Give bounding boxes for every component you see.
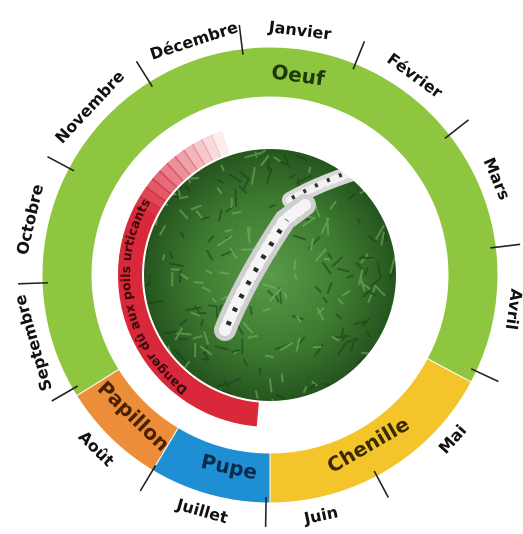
month-tick xyxy=(140,465,155,491)
grass-blade xyxy=(180,269,181,283)
month-tick xyxy=(266,497,267,527)
month-label: Mars xyxy=(480,155,515,203)
month-tick xyxy=(47,157,73,171)
grass-blade xyxy=(178,339,188,340)
grass-blade xyxy=(255,152,256,158)
month-tick xyxy=(445,120,469,138)
grass-blade xyxy=(294,260,295,270)
month-label: Janvier xyxy=(267,17,333,44)
grass-blade xyxy=(282,373,283,382)
month-label: Juin xyxy=(301,502,339,528)
month-tick xyxy=(136,61,152,86)
month-tick xyxy=(374,471,388,497)
grass-blade xyxy=(309,167,310,173)
month-tick xyxy=(18,283,48,284)
month-label: Avril xyxy=(502,288,523,331)
grass-blade xyxy=(236,189,237,207)
grass-blade xyxy=(208,305,216,306)
month-label: Octobre xyxy=(12,182,47,256)
grass-blade xyxy=(327,217,328,235)
grass-blade xyxy=(194,282,204,283)
grass-blade xyxy=(295,274,296,281)
month-label: Juillet xyxy=(174,494,231,527)
grass-blade xyxy=(313,347,321,348)
